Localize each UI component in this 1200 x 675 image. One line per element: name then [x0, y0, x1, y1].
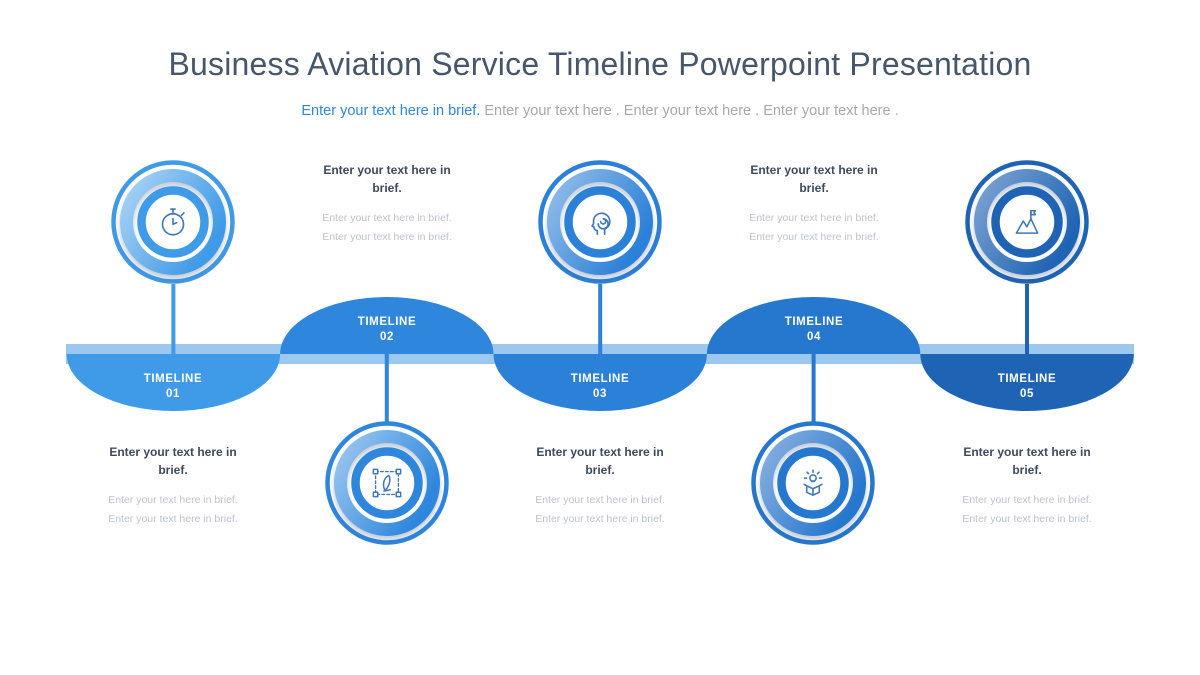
- wave-label-number: 01: [166, 387, 180, 400]
- timeline-wave: [66, 284, 1134, 422]
- inner-ring: [564, 186, 636, 258]
- wave-label-04: TIMELINE 04: [754, 315, 874, 344]
- page-title: Business Aviation Service Timeline Power…: [168, 46, 1032, 82]
- textblock-heading: Enter your text here in brief.: [750, 163, 878, 195]
- middle-ring: [547, 169, 653, 275]
- timeline-node-03: [538, 160, 662, 284]
- textblock-heading: Enter your text here in brief.: [323, 163, 451, 195]
- inner-ring: [991, 186, 1063, 258]
- wave-hump-05: [920, 354, 1134, 411]
- inner-ring: [137, 186, 209, 258]
- textblock-04: Enter your text here in brief. Enter you…: [726, 161, 902, 247]
- idea-box-icon: [803, 469, 823, 496]
- timeline-node-01: [111, 160, 235, 284]
- mountain-flag-icon: [1015, 209, 1039, 234]
- outer-ring: [325, 421, 449, 545]
- textblock-body-line: Enter your text here in brief.: [108, 513, 238, 525]
- textblock-heading: Enter your text here in brief.: [109, 445, 237, 477]
- textblock-body-line: Enter your text here in brief.: [749, 231, 879, 243]
- textblock-05: Enter your text here in brief. Enter you…: [939, 443, 1115, 529]
- wave-label-text: TIMELINE: [143, 373, 203, 385]
- wave-label-number: 04: [807, 330, 821, 343]
- outer-ring: [965, 160, 1089, 284]
- middle-ring: [334, 430, 440, 536]
- textblock-heading: Enter your text here in brief.: [536, 445, 664, 477]
- wave-hump-03: [493, 354, 707, 411]
- middle-ring: [120, 169, 226, 275]
- wave-label-number: 05: [1020, 387, 1034, 400]
- subtitle-highlight: Enter your text here in brief.: [301, 103, 481, 119]
- wave-hump-02: [280, 297, 494, 354]
- inner-ring: [777, 447, 849, 519]
- textblock-body-line: Enter your text here in brief.: [749, 212, 879, 224]
- inner-ring: [351, 447, 423, 519]
- middle-ring: [760, 430, 866, 536]
- mind-icon: [591, 212, 611, 236]
- textblock-heading: Enter your text here in brief.: [963, 445, 1091, 477]
- textblock-body-line: Enter your text here in brief.: [322, 212, 452, 224]
- subtitle-rest: Enter your text here . Enter your text h…: [480, 103, 899, 119]
- textblock-body-line: Enter your text here in brief.: [962, 494, 1092, 506]
- vector-design-icon: [372, 468, 402, 498]
- outer-ring: [751, 421, 875, 545]
- textblock-02: Enter your text here in brief. Enter you…: [299, 161, 475, 247]
- wave-label-03: TIMELINE 03: [540, 372, 660, 401]
- textblock-body-line: Enter your text here in brief.: [108, 494, 238, 506]
- wave-label-number: 02: [380, 330, 394, 343]
- outer-ring: [111, 160, 235, 284]
- wave-label-text: TIMELINE: [997, 373, 1057, 385]
- wave-label-text: TIMELINE: [570, 373, 630, 385]
- textblock-03: Enter your text here in brief. Enter you…: [512, 443, 688, 529]
- wave-hump-01: [66, 354, 281, 411]
- outer-ring: [538, 160, 662, 284]
- wave-label-text: TIMELINE: [784, 316, 844, 328]
- textblock-body-line: Enter your text here in brief.: [322, 231, 452, 243]
- timeline-node-05: [965, 160, 1089, 284]
- textblock-01: Enter your text here in brief. Enter you…: [85, 443, 261, 529]
- wave-label-05: TIMELINE 05: [967, 372, 1087, 401]
- wave-label-01: TIMELINE 01: [113, 372, 233, 401]
- textblock-body-line: Enter your text here in brief.: [962, 513, 1092, 525]
- wave-hump-04: [706, 297, 921, 354]
- stopwatch-icon: [161, 208, 185, 236]
- textblock-body-line: Enter your text here in brief.: [535, 513, 665, 525]
- timeline-node-04: [751, 421, 875, 545]
- wave-label-text: TIMELINE: [357, 316, 417, 328]
- middle-ring: [974, 169, 1080, 275]
- wave-label-number: 03: [593, 387, 607, 400]
- subtitle: Enter your text here in brief. Enter you…: [0, 103, 1200, 119]
- textblock-body-line: Enter your text here in brief.: [535, 494, 665, 506]
- wave-label-02: TIMELINE 02: [327, 315, 447, 344]
- timeline-node-02: [325, 421, 449, 545]
